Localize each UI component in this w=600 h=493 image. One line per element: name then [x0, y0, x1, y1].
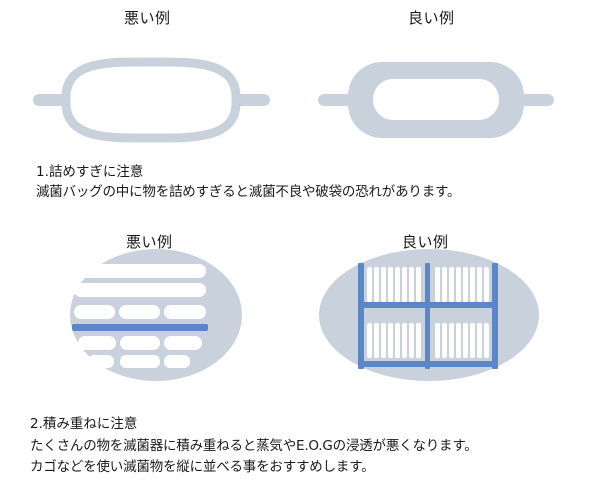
stacked-item	[120, 336, 160, 350]
tray-shelf	[72, 324, 208, 331]
stacked-item	[119, 305, 160, 319]
upright-items-top-right	[435, 267, 489, 302]
section2-bad-label: 悪い例	[126, 233, 173, 251]
overfilled-bag-illustration	[33, 57, 270, 143]
proper-bag-contents	[373, 79, 499, 120]
stacked-item	[164, 336, 202, 350]
stacked-items-illustration	[70, 249, 242, 381]
section2-body-line2: カゴなどを使い滅菌物を縦に並べる事をおすすめします。	[30, 459, 375, 475]
stacked-item	[120, 355, 160, 368]
section1-title: 1.詰めすぎに注意	[36, 164, 144, 180]
upright-items-top-left	[367, 267, 421, 302]
basket-frame	[358, 263, 498, 369]
upright-items-illustration	[319, 249, 539, 381]
proper-bag-illustration	[318, 62, 554, 138]
upright-items-bottom-right	[435, 323, 489, 358]
stacked-item	[74, 305, 115, 319]
stacked-item	[164, 355, 190, 368]
stacked-item	[74, 264, 206, 278]
section1-good-label: 良い例	[408, 9, 455, 27]
section2-title: 2.積み重ねに注意	[30, 416, 138, 432]
section1-body: 滅菌バッグの中に物を詰めすぎると滅菌不良や破袋の恐れがあります。	[36, 184, 461, 200]
section1-bad-label: 悪い例	[124, 9, 171, 27]
stacked-item	[74, 283, 206, 297]
overfilled-bag	[61, 57, 241, 143]
stacked-item	[164, 305, 206, 319]
section2-good-label: 良い例	[402, 233, 449, 251]
upright-items-bottom-left	[367, 323, 421, 358]
section2-body-line1: たくさんの物を滅菌器に積み重ねると蒸気やE.O.Gの浸透が悪くなります。	[30, 438, 478, 454]
stacked-item	[88, 355, 114, 368]
stacked-item	[78, 336, 116, 350]
